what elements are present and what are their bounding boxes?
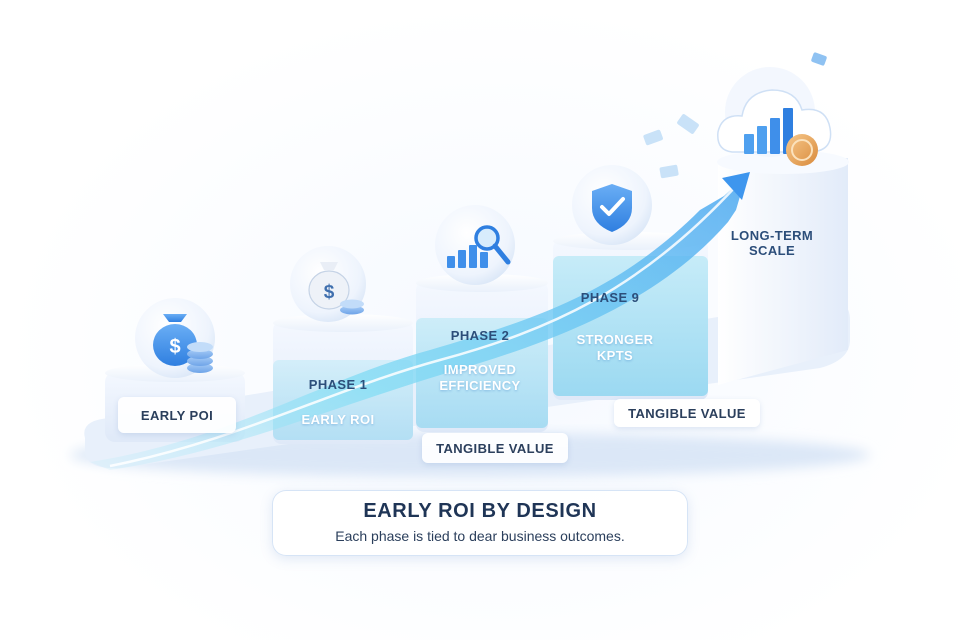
tangible-value-tag-2: TANGIBLE VALUE [614, 399, 760, 427]
money-bag-coins-icon: $ [135, 298, 215, 378]
growth-arrow-ribbon [90, 172, 750, 470]
phase-3-description-line-2: KPTS [596, 348, 634, 363]
phase-1-title: PHASE 1 [308, 377, 368, 392]
long-term-scale-line-2: SCALE [748, 243, 796, 258]
phase-2-description-line-2: EFFICIENCY [439, 378, 521, 393]
money-bag-icon: $ [290, 246, 366, 322]
caption-subtitle: Each phase is tied to dear business outc… [335, 528, 625, 544]
svg-text:$: $ [169, 336, 180, 358]
phase-2-title: PHASE 2 [450, 328, 510, 343]
phase-1-description: EARLY ROI [301, 412, 375, 427]
long-term-scale-line-1: LONG-TERM [730, 228, 814, 243]
caption-title: EARLY ROI BY DESIGN [363, 500, 597, 522]
step-1-label-text: EARLY POI [140, 407, 214, 423]
shield-check-icon [572, 165, 652, 245]
svg-text:$: $ [324, 282, 335, 303]
step-1-label: EARLY POI [118, 397, 236, 433]
bar-chart-magnifier-icon [435, 205, 515, 285]
phase-3-title: PHASE 9 [580, 290, 640, 305]
caption-card: EARLY ROI BY DESIGN Each phase is tied t… [272, 490, 688, 556]
tangible-value-tag-1: TANGIBLE VALUE [422, 433, 568, 463]
floating-bills [643, 52, 827, 179]
cloud-chart-coin-icon [717, 67, 832, 166]
tangible-value-tag-2-text: TANGIBLE VALUE [628, 405, 746, 421]
tangible-value-tag-1-text: TANGIBLE VALUE [436, 440, 554, 456]
phase-3-description-line-1: STRONGER [576, 332, 654, 347]
phase-2-description-line-1: IMPROVED [443, 362, 517, 377]
